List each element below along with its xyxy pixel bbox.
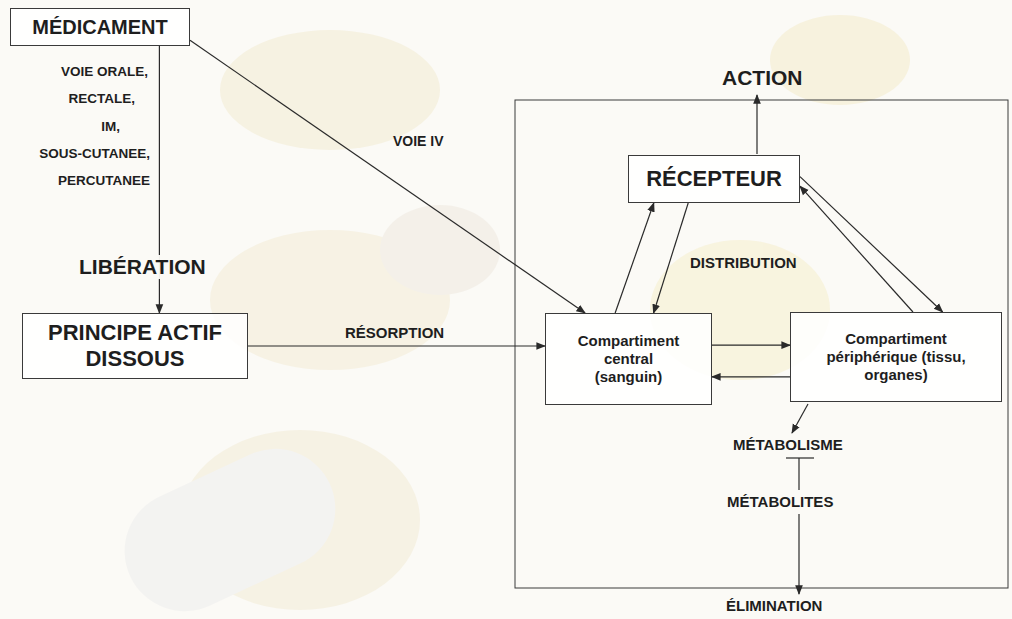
box-text: Compartiment périphérique (tissu, organe… — [813, 330, 979, 384]
annotation-label: MÉTABOLITES — [727, 493, 833, 510]
flow-arrow — [190, 40, 585, 313]
organism-frame — [515, 100, 1008, 588]
annotation-label: RECTALE, — [0, 91, 135, 107]
pill-shape — [770, 15, 910, 105]
annotation-label: PERCUTANEE — [0, 173, 150, 189]
flow-arrow — [248, 345, 545, 346]
capsule-shape — [105, 429, 355, 619]
process-box: PRINCIPE ACTIF DISSOUS — [22, 313, 248, 379]
pill-shape — [220, 30, 440, 150]
annotation-label: SOUS-CUTANEE, — [0, 146, 150, 162]
annotation-label: ACTION — [722, 66, 803, 90]
action-arrow — [756, 95, 757, 154]
metabolism-stem — [798, 458, 799, 490]
flow-arrow — [712, 345, 790, 346]
flow-arrow — [615, 203, 654, 313]
box-text: Compartiment central (sanguin) — [561, 332, 697, 386]
process-box: Compartiment périphérique (tissu, organe… — [790, 312, 1002, 402]
elimination-arrow — [798, 514, 799, 594]
annotation-label: VOIE ORALE, — [0, 64, 148, 80]
edge-label: RÉSORPTION — [345, 324, 444, 341]
edge-label: VOIE IV — [393, 133, 444, 149]
annotation-label: DISTRIBUTION — [690, 254, 797, 271]
pill-shape — [380, 205, 500, 295]
metabolism-arrow — [792, 404, 808, 433]
flow-arrow — [712, 376, 790, 377]
edge-label: LIBÉRATION — [76, 255, 209, 279]
box-text: MÉDICAMENT — [24, 15, 176, 39]
flow-arrow — [800, 177, 943, 312]
box-text: PRINCIPE ACTIF DISSOUS — [27, 320, 243, 373]
annotation-label: ÉLIMINATION — [726, 597, 822, 614]
flow-arrow — [654, 203, 689, 313]
flow-arrow — [800, 186, 913, 312]
box-text: RÉCEPTEUR — [638, 166, 790, 192]
process-box: MÉDICAMENT — [10, 8, 190, 46]
metabolism-bar — [786, 457, 814, 458]
process-box: Compartiment central (sanguin) — [545, 313, 712, 405]
annotation-label: IM, — [0, 119, 120, 135]
process-box: RÉCEPTEUR — [628, 155, 800, 203]
annotation-label: MÉTABOLISME — [733, 436, 843, 453]
